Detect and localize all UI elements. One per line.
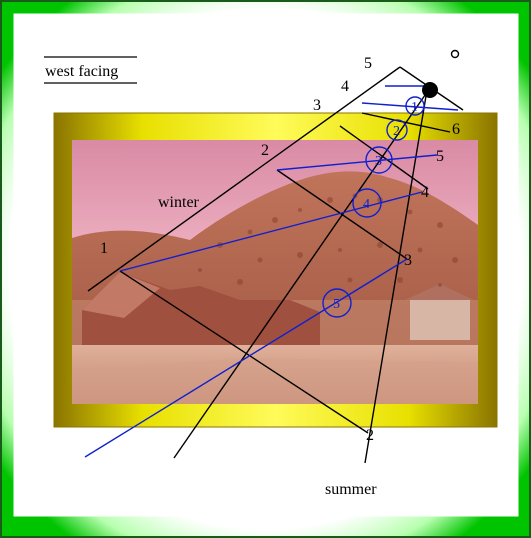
title-text: west facing bbox=[45, 63, 118, 80]
sun-path-lines bbox=[84, 85, 459, 458]
right-label-3: 3 bbox=[404, 252, 412, 269]
landscape-photo bbox=[72, 140, 478, 404]
winter-label-4: 4 bbox=[341, 78, 349, 95]
right-label-6: 6 bbox=[452, 121, 460, 138]
small-circle-marker bbox=[450, 49, 460, 59]
summer-text: summer bbox=[325, 481, 377, 498]
right-label-5: 5 bbox=[436, 148, 444, 165]
winter-text: winter bbox=[158, 194, 200, 211]
winter-label-5: 5 bbox=[364, 55, 372, 72]
circle-label-4: 4 bbox=[363, 197, 370, 212]
circle-label-2: 2 bbox=[393, 124, 400, 139]
right-label-2: 2 bbox=[366, 427, 374, 444]
sun-position-circles bbox=[322, 96, 425, 318]
circle-label-3: 3 bbox=[375, 154, 382, 169]
circle-label-5: 5 bbox=[333, 297, 340, 312]
construction-lines bbox=[87, 66, 464, 464]
winter-label-3: 3 bbox=[313, 97, 321, 114]
sun-marker bbox=[422, 82, 438, 98]
right-label-4: 4 bbox=[421, 184, 429, 201]
circle-label-1: 1 bbox=[411, 100, 418, 115]
winter-label-1: 1 bbox=[100, 240, 108, 257]
winter-label-2: 2 bbox=[261, 142, 269, 159]
